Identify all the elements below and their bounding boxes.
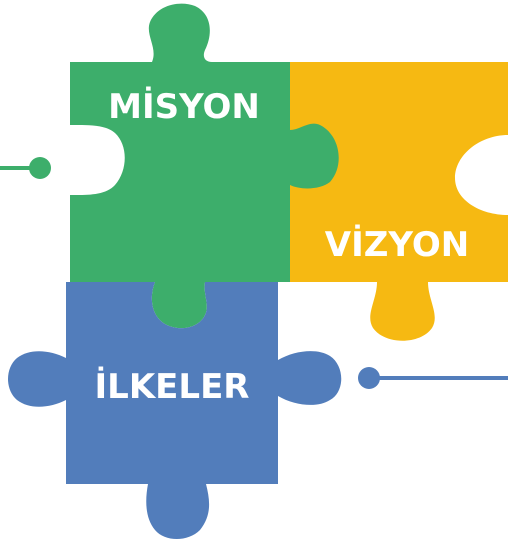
principles-piece: İLKELER bbox=[8, 282, 342, 539]
left-connector-dot bbox=[29, 157, 51, 179]
right-connector-dot bbox=[358, 367, 380, 389]
vision-piece: VİZYON bbox=[290, 62, 508, 341]
vision-piece-label: VİZYON bbox=[325, 224, 469, 265]
left-connector bbox=[0, 157, 51, 179]
principles-piece-shape bbox=[8, 282, 342, 539]
mission-piece-label: MİSYON bbox=[108, 86, 260, 127]
mission-piece: MİSYON bbox=[70, 3, 339, 329]
right-connector bbox=[358, 367, 508, 389]
vision-piece-shape bbox=[290, 62, 508, 341]
principles-piece-label: İLKELER bbox=[95, 366, 250, 407]
mission-piece-shape bbox=[70, 3, 339, 329]
